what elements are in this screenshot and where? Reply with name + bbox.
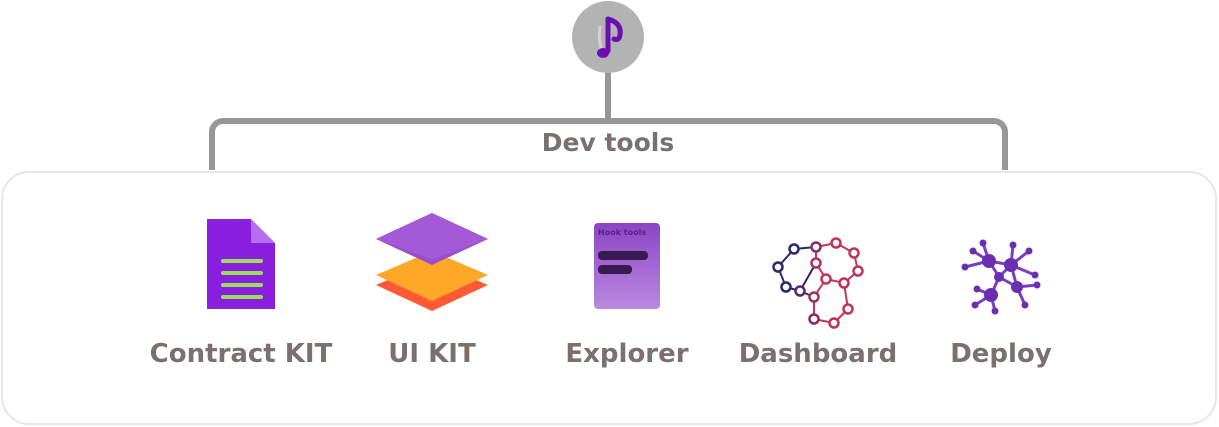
connector-line: [605, 66, 611, 122]
tool-ui-kit[interactable]: UI KIT: [332, 205, 532, 385]
tool-label: Contract KIT: [149, 339, 333, 369]
tool-dashboard[interactable]: Dashboard: [718, 205, 918, 385]
tool-contract-kit[interactable]: Contract KIT: [141, 205, 341, 385]
tool-deploy[interactable]: Deploy: [901, 205, 1101, 385]
tool-label: UI KIT: [388, 339, 476, 369]
explorer-card-icon: Hook tools: [594, 223, 660, 309]
molecule-icon: [961, 239, 1041, 315]
tool-explorer[interactable]: Hook tools Explorer: [527, 205, 727, 385]
document-icon: [207, 219, 275, 309]
card-caption: Hook tools: [598, 228, 646, 237]
section-title: Dev tools: [541, 128, 675, 157]
tree-bracket: [209, 118, 1008, 170]
tool-label: Deploy: [950, 339, 1052, 369]
app-logo-icon: [572, 1, 644, 73]
network-graph-icon: [772, 237, 864, 329]
tool-label: Explorer: [565, 339, 689, 369]
layers-icon: [376, 213, 488, 311]
tool-label: Dashboard: [738, 339, 898, 369]
